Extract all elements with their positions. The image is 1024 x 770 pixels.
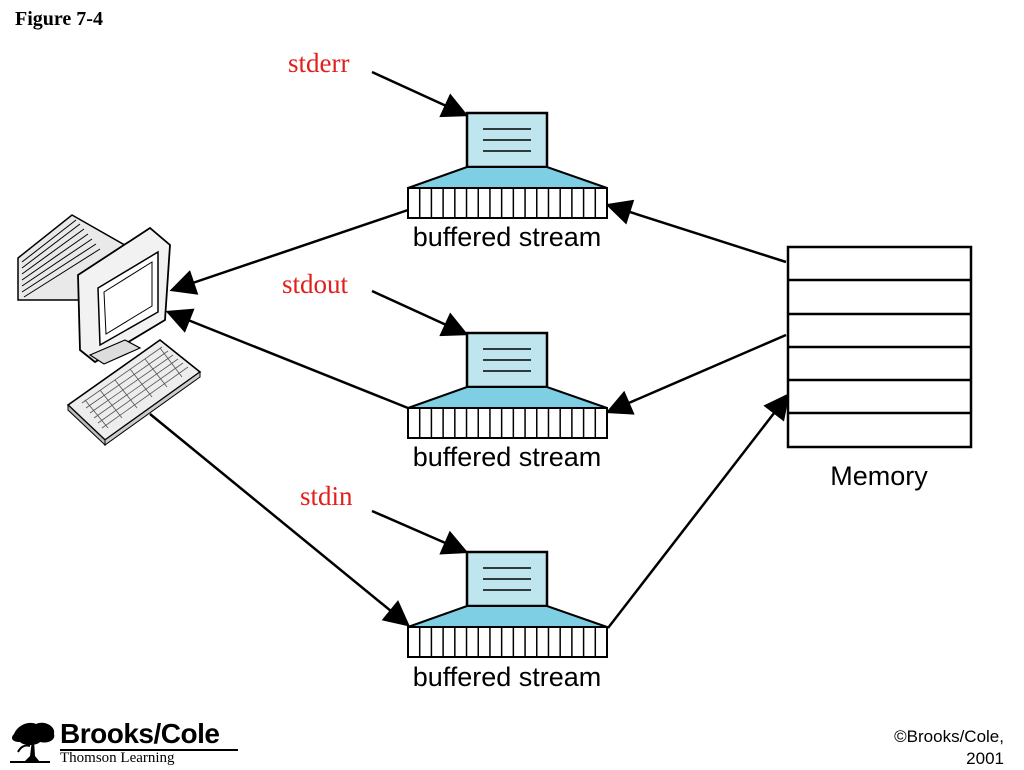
arrow-stdout-label bbox=[371, 289, 469, 337]
logo-divider bbox=[60, 749, 238, 751]
arrow-memory-to-stderr bbox=[605, 199, 787, 264]
stream-label-stdin: stdin bbox=[300, 481, 353, 511]
computer-terminal-icon bbox=[17, 214, 202, 447]
arrow-stderr-label bbox=[371, 70, 469, 118]
buffer-stdout bbox=[407, 331, 608, 439]
copyright-line-1: ©Brooks/Cole, bbox=[894, 727, 1004, 746]
buffer-caption-stdout: buffered stream bbox=[413, 442, 602, 472]
copyright-line-2: 2001 bbox=[966, 749, 1004, 768]
buffer-caption-stdin: buffered stream bbox=[413, 662, 602, 692]
buffer-stdin bbox=[407, 550, 608, 658]
arrow-stdin-label bbox=[371, 509, 469, 555]
arrow-stdin-to-memory bbox=[607, 392, 790, 629]
logo-brand-text: Brooks/Cole bbox=[60, 718, 220, 749]
arrow-stderr-to-terminal bbox=[169, 208, 409, 295]
arrow-memory-to-stdout bbox=[605, 333, 787, 415]
figure-title: Figure 7-4 bbox=[15, 8, 103, 30]
buffers bbox=[407, 111, 608, 658]
memory-label: Memory bbox=[830, 461, 928, 491]
connection-arrows bbox=[149, 70, 790, 629]
arrow-stdout-to-terminal bbox=[165, 308, 409, 410]
buffer-stderr bbox=[407, 111, 608, 219]
memory-block bbox=[786, 245, 973, 449]
copyright-notice: ©Brooks/Cole, 2001 bbox=[894, 726, 1004, 770]
tree-logo-icon bbox=[10, 722, 55, 763]
stream-label-stderr: stderr bbox=[288, 48, 349, 78]
arrow-keyboard-to-stdin bbox=[149, 413, 411, 627]
buffer-caption-stderr: buffered stream bbox=[413, 222, 602, 252]
logo-subtext: Thomson Learning bbox=[60, 750, 175, 766]
stream-label-stdout: stdout bbox=[282, 269, 349, 299]
publisher-logo: Brooks/Cole Thomson Learning bbox=[10, 718, 250, 766]
